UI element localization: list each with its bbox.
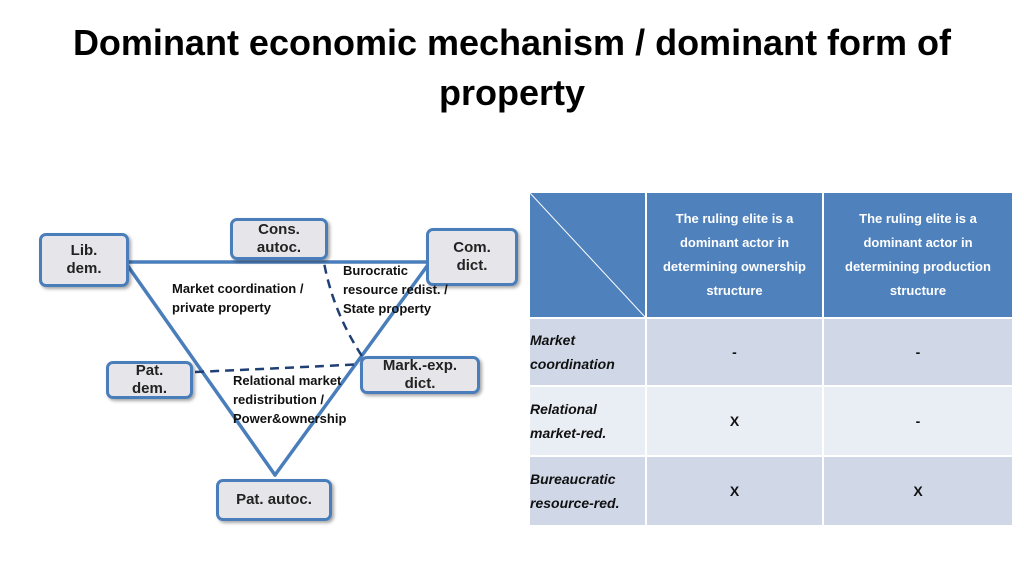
table-header-row: The ruling elite is a dominant actor in …	[528, 191, 1014, 319]
header-ownership-structure: The ruling elite is a dominant actor in …	[645, 191, 824, 319]
node-mark-exp-dict: Mark.-exp. dict.	[360, 356, 480, 394]
cell-relational-production: -	[822, 385, 1014, 457]
comparison-table: The ruling elite is a dominant actor in …	[528, 191, 1014, 527]
node-pat-dem-label: Pat. dem.	[131, 362, 167, 397]
node-cons-autoc: Cons. autoc.	[230, 218, 328, 260]
cell-bureaucratic-production: X	[822, 455, 1014, 527]
node-pat-autoc: Pat. autoc.	[216, 479, 332, 521]
cell-market-ownership: -	[645, 317, 824, 387]
table-corner-cell	[528, 191, 647, 319]
node-mark-exp-dict-label: Mark.-exp. dict.	[382, 357, 458, 392]
cell-market-production: -	[822, 317, 1014, 387]
row-label-market: Market coordination	[528, 317, 647, 387]
cell-relational-ownership: X	[645, 385, 824, 457]
node-lib-dem: Lib. dem.	[39, 233, 129, 287]
table-row: Bureaucratic resource-red. X X	[528, 455, 1014, 527]
dashed-relational-line	[194, 362, 366, 374]
table-row: Relational market-red. X -	[528, 385, 1014, 457]
table-row: Market coordination - -	[528, 317, 1014, 387]
label-relational-redistribution: Relational market redistribution / Power…	[233, 373, 347, 426]
node-lib-dem-label: Lib. dem.	[66, 242, 102, 277]
header-ownership-text: The ruling elite is a dominant actor in …	[662, 211, 806, 298]
dashed-bureaucratic-line	[320, 249, 368, 363]
label-bureaucratic-redistribution: Burocratic resource redist. / State prop…	[343, 263, 448, 316]
triangle-right-edge	[273, 260, 432, 477]
header-production-structure: The ruling elite is a dominant actor in …	[822, 191, 1014, 319]
node-pat-dem: Pat. dem.	[106, 361, 193, 399]
cell-bureaucratic-ownership: X	[645, 455, 824, 527]
triangle-left-edge	[123, 260, 277, 477]
label-market-coordination: Market coordination / private property	[172, 281, 304, 315]
header-production-text: The ruling elite is a dominant actor in …	[845, 211, 991, 298]
row-label-bureaucratic: Bureaucratic resource-red.	[528, 455, 647, 527]
node-com-dict: Com. dict.	[426, 228, 518, 286]
node-pat-autoc-label: Pat. autoc.	[236, 491, 312, 508]
row-label-relational: Relational market-red.	[528, 385, 647, 457]
diagonal-divider	[530, 193, 645, 317]
page-title: Dominant economic mechanism / dominant f…	[72, 22, 952, 113]
node-cons-autoc-label: Cons. autoc.	[256, 221, 302, 256]
node-com-dict-label: Com. dict.	[453, 239, 491, 274]
